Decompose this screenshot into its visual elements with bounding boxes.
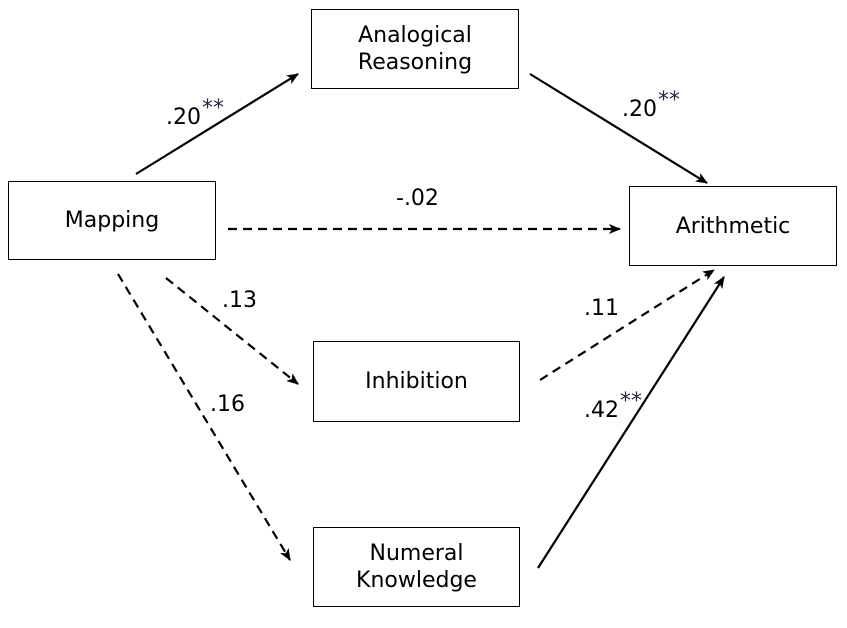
node-arithmetic: Arithmetic (629, 186, 837, 266)
arrow-mapping-to-inhibition (165, 277, 299, 385)
coef-analogical-arithmetic-sig: ** (658, 88, 680, 113)
node-mapping: Mapping (8, 181, 216, 260)
coef-numeral-arithmetic: .42** (584, 389, 642, 424)
node-arithmetic-label: Arithmetic (675, 213, 791, 239)
node-analogical-reasoning: Analogical Reasoning (311, 9, 519, 89)
coef-mapping-inhibition-value: .13 (222, 288, 257, 313)
coef-mapping-numeral-value: .16 (210, 392, 245, 417)
coef-mapping-analogical: .20** (166, 96, 224, 131)
node-analogical-reasoning-line2: Reasoning (357, 50, 473, 75)
node-numeral-knowledge-line1: Numeral (369, 541, 464, 566)
coef-inhibition-arithmetic: .11 (584, 296, 619, 322)
arrow-inhibition-to-arithmetic (539, 269, 715, 381)
coef-inhibition-arithmetic-value: .11 (584, 296, 619, 321)
node-inhibition: Inhibition (313, 341, 520, 422)
coef-mapping-inhibition: .13 (222, 288, 257, 314)
node-inhibition-label: Inhibition (365, 369, 468, 394)
coef-mapping-arithmetic-value: -.02 (396, 186, 439, 211)
coef-analogical-arithmetic: .20** (622, 88, 680, 123)
arrow-mapping-to-analogical-reasoning (135, 73, 299, 175)
node-numeral-knowledge-line2: Knowledge (356, 568, 477, 593)
coef-numeral-arithmetic-sig: ** (620, 389, 642, 414)
arrow-numeral-knowledge-to-arithmetic (537, 276, 725, 569)
node-analogical-reasoning-line1: Analogical (358, 23, 472, 48)
coef-mapping-analogical-value: .20 (166, 105, 201, 130)
coef-mapping-analogical-sig: ** (202, 96, 224, 121)
coef-numeral-arithmetic-value: .42 (584, 398, 619, 423)
node-mapping-label: Mapping (64, 208, 160, 233)
coef-analogical-arithmetic-value: .20 (622, 97, 657, 122)
coef-mapping-arithmetic: -.02 (396, 186, 439, 212)
coef-mapping-numeral: .16 (210, 392, 245, 418)
node-numeral-knowledge: Numeral Knowledge (313, 527, 520, 607)
arrow-mapping-to-numeral-knowledge (117, 273, 291, 561)
arrow-analogical-reasoning-to-arithmetic (529, 73, 708, 184)
